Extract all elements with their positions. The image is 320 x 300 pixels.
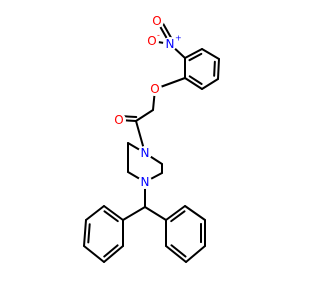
bond-d4-d5 bbox=[185, 245, 206, 263]
atom-background bbox=[148, 82, 162, 96]
bond-a5-a6 bbox=[184, 77, 203, 90]
bond-d5-d6 bbox=[165, 245, 187, 263]
bond-a5-a6-inner bbox=[188, 75, 203, 85]
bond-b1-b2 bbox=[103, 205, 124, 221]
atom-label: O bbox=[147, 34, 156, 48]
atom-background bbox=[145, 34, 159, 48]
atom-background bbox=[138, 175, 152, 189]
bond-c_ch-d1 bbox=[144, 206, 167, 221]
atom-label: N bbox=[141, 146, 150, 160]
bond-b5-b6 bbox=[103, 245, 124, 263]
atom-background bbox=[163, 37, 177, 51]
bond-b4-b5 bbox=[83, 245, 105, 263]
atom-background bbox=[150, 14, 164, 28]
bond-a1-a2-inner bbox=[188, 52, 203, 62]
atom-o_ether: O bbox=[148, 82, 162, 96]
bond-a3-a4 bbox=[217, 58, 220, 80]
atom-background bbox=[138, 146, 152, 160]
bond-layer bbox=[83, 18, 220, 263]
bond-d2-d3 bbox=[184, 205, 206, 221]
atom-o_carbonyl: O bbox=[112, 113, 126, 127]
atom-label: N bbox=[141, 175, 150, 189]
bond-a1-a2 bbox=[184, 48, 203, 59]
bond-c_ch-b1 bbox=[122, 206, 146, 221]
atom-n_nitro: N+ bbox=[163, 34, 182, 51]
bond-b3-b4-inner bbox=[87, 223, 91, 244]
atom-label: N bbox=[166, 37, 175, 51]
atom-charge: + bbox=[175, 34, 182, 43]
bond-b3-b4 bbox=[83, 219, 87, 247]
bond-d1-d2 bbox=[165, 205, 186, 221]
bond-b2-b3 bbox=[85, 205, 105, 221]
atom-label: O bbox=[152, 14, 161, 28]
bond-a2-a3 bbox=[201, 48, 220, 60]
bond-b1-b2-inner bbox=[103, 210, 119, 223]
bond-b5-b6-inner bbox=[103, 244, 119, 258]
atom-n_pip1: N bbox=[138, 146, 152, 160]
bond-a4-a5 bbox=[201, 78, 219, 90]
atom-background bbox=[112, 113, 126, 127]
bond-c_ch2-c_co bbox=[135, 109, 154, 122]
atom-label: O bbox=[114, 113, 123, 127]
atom-o_nitro1: O- bbox=[145, 31, 160, 48]
atom-charge: - bbox=[157, 31, 160, 40]
atom-label: O bbox=[150, 82, 159, 96]
atom-o_nitro2: O bbox=[150, 14, 164, 28]
bond-d5-d6-inner bbox=[170, 244, 187, 258]
bond-a3-a4-inner bbox=[213, 60, 216, 77]
bond-d1-d2-inner bbox=[170, 210, 186, 223]
atom-n_pip2: N bbox=[138, 175, 152, 189]
